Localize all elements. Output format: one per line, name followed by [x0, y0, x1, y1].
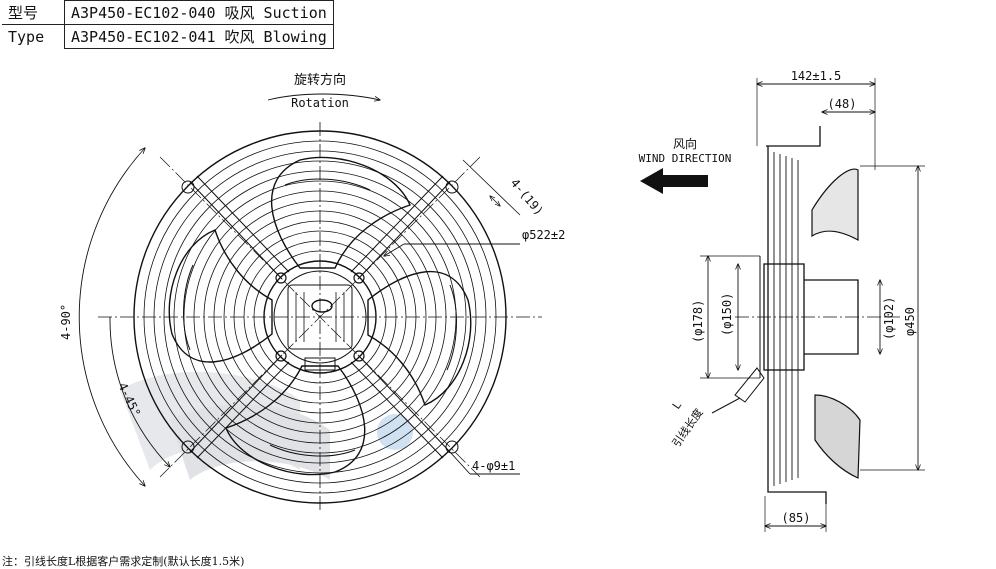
hub-plate: [287, 284, 353, 350]
watermark-logo: [120, 371, 413, 480]
angle-90-label: 4-90°: [59, 304, 73, 340]
guard-ring: [173, 170, 467, 464]
guard-ring: [193, 190, 447, 444]
guard-ring: [133, 130, 507, 504]
table-cell-value: A3P450-EC102-041 吹风 Blowing: [64, 24, 334, 49]
side-guard-ribs: [773, 152, 799, 486]
motor-hub: [263, 260, 377, 374]
side-view: [640, 78, 925, 532]
front-view: [78, 93, 542, 512]
side-blade-top: [811, 168, 859, 242]
side-guard-frame: [767, 146, 827, 504]
depth-total-label: 142±1.5: [791, 69, 842, 83]
side-blade-bottom: [814, 394, 861, 479]
table-cell-label: 型号: [2, 0, 65, 25]
guard-ring: [213, 210, 427, 424]
table-cell-value: A3P450-EC102-040 吸风 Suction: [64, 0, 334, 25]
mounting-feet: [181, 180, 459, 454]
guard-ring: [233, 230, 407, 404]
rotation-label-en: Rotation: [291, 96, 349, 110]
guard-ring: [153, 150, 487, 484]
guard-ring: [223, 220, 417, 414]
lead-length-label: 引线长度: [669, 406, 706, 450]
depth-top-label: (48): [828, 97, 857, 111]
dia-102-label: (φ102): [882, 297, 896, 340]
table-cell-label: Type: [2, 24, 65, 49]
cable-gland: [734, 367, 765, 403]
dia-178-label: (φ178): [691, 300, 705, 343]
table-row: 型号 A3P450-EC102-040 吸风 Suction: [2, 0, 334, 25]
brand-mark: [311, 299, 333, 313]
hole-spec-label: 4-φ9±1: [472, 459, 515, 473]
wind-label-cn: 风向: [673, 136, 697, 151]
model-table: 型号 A3P450-EC102-040 吸风 Suction Type A3P4…: [2, 0, 334, 49]
slot-width-label: 4-(19): [508, 176, 547, 218]
depth-bottom-label: (85): [782, 511, 811, 525]
footnote: 注：引线长度L根据客户需求定制(默认长度1.5米): [2, 555, 245, 568]
dia-150-label: (φ150): [720, 293, 734, 336]
connector-box: [304, 357, 336, 371]
guard-ring: [243, 240, 397, 394]
rotation-label-cn: 旋转方向: [294, 72, 346, 88]
fan-blades: [168, 156, 472, 476]
lead-l-label: L: [670, 399, 685, 412]
dia-450-label: φ450: [903, 307, 917, 336]
wind-label-en: WIND DIRECTION: [639, 152, 732, 165]
guard-ring: [203, 200, 437, 434]
mounting-struts: [189, 175, 451, 459]
table-row: Type A3P450-EC102-041 吹风 Blowing: [2, 24, 334, 49]
wind-direction-arrow: [640, 168, 708, 194]
guard-ring: [253, 250, 387, 384]
hub-vents: [295, 292, 345, 342]
guard-ring: [163, 160, 477, 474]
outer-diameter-label: φ522±2: [522, 228, 565, 242]
